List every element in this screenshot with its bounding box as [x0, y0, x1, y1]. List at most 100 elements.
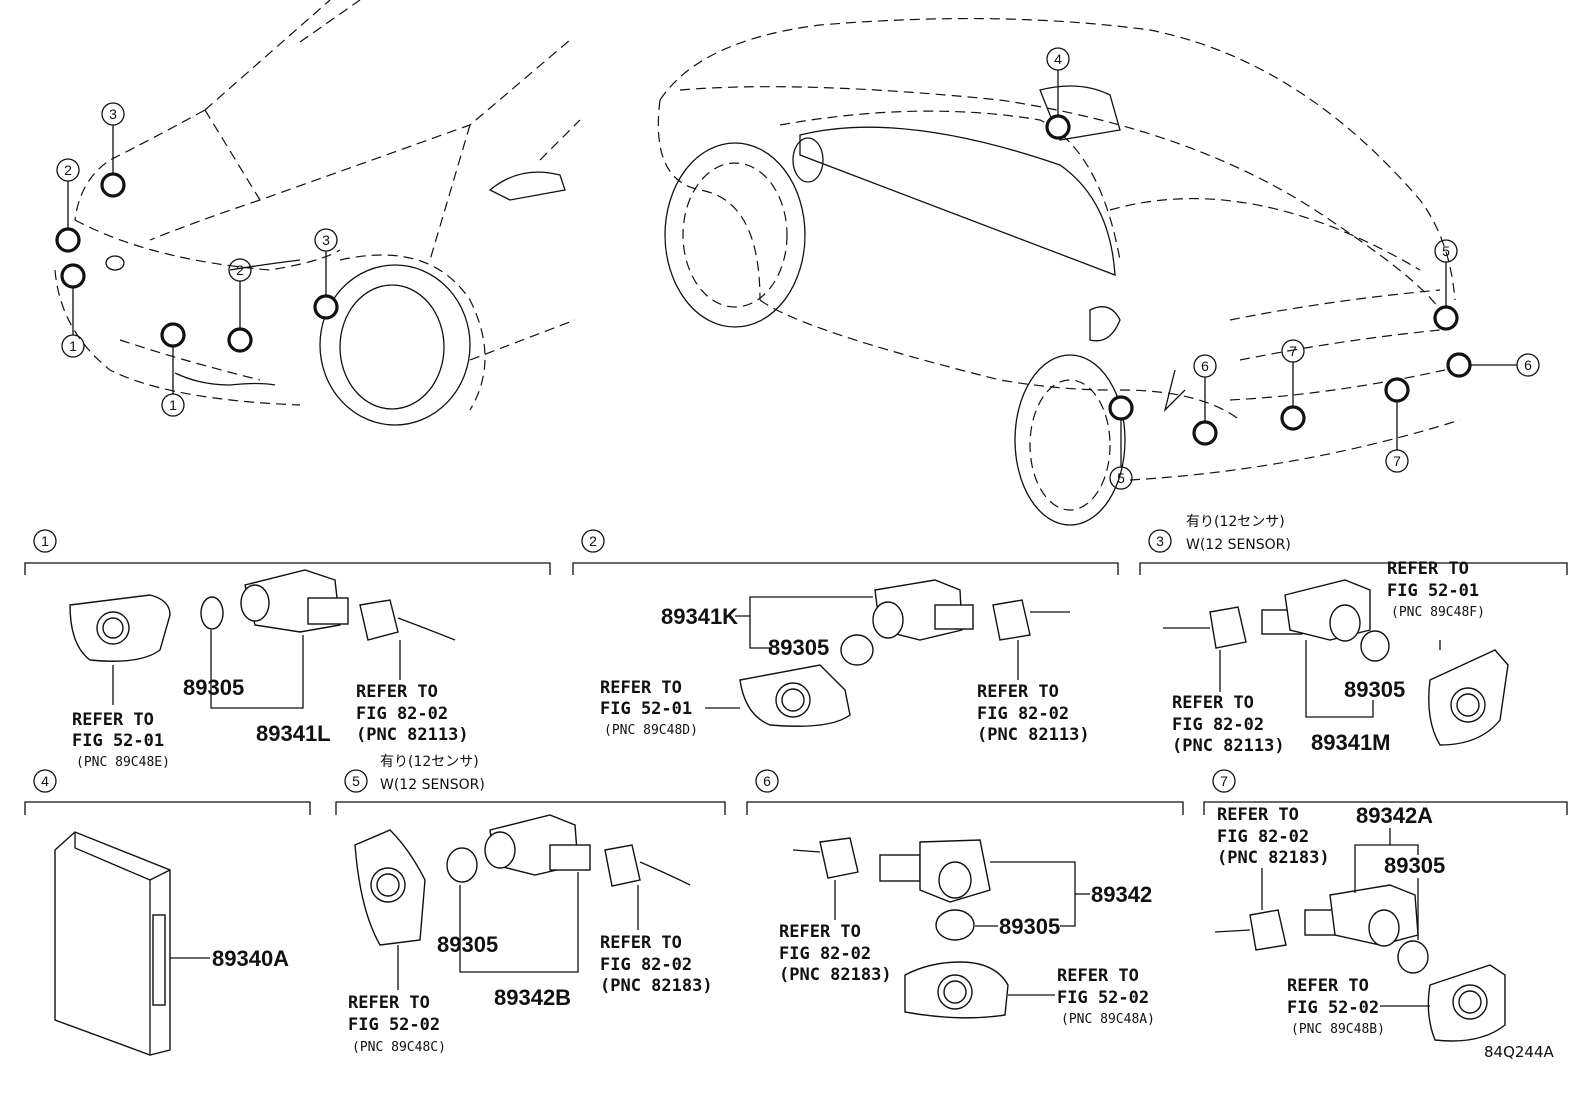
refer-label: REFER TO [600, 933, 682, 953]
sensor-marker [1108, 395, 1134, 421]
sensor-marker [1192, 420, 1218, 446]
refer-pnc: (PNC 82113) [1172, 736, 1285, 756]
section-1: 89305 89341L REFER TO FIG 52-01 (PNC 89C… [69, 569, 469, 770]
sensor-marker [1446, 352, 1472, 378]
section-3: REFER TO FIG 52-01 (PNC 89C48F) 89305 89… [1163, 559, 1509, 756]
callout-number: 7 [1289, 343, 1297, 359]
part-number: 89340A [212, 946, 289, 971]
part-number: 89305 [437, 932, 498, 957]
refer-label: REFER TO [1217, 805, 1299, 825]
refer-label: REFER TO [1172, 693, 1254, 713]
refer-pnc: (PNC 89C48C) [352, 1040, 446, 1055]
refer-label: REFER TO [1057, 966, 1139, 986]
section-note-en: W(12 SENSOR) [380, 777, 485, 793]
part-number: 89342A [1356, 803, 1433, 828]
refer-pnc: (PNC 89C48A) [1061, 1012, 1155, 1027]
section-headers: 1 2 3 有り(12センサ) W(12 SENSOR) 4 5 有り(12セン… [24, 514, 1568, 815]
section-number: 7 [1220, 773, 1228, 789]
part-number: 89305 [1344, 677, 1405, 702]
sensor-retainer [446, 847, 478, 883]
refer-pnc: (PNC 89C48E) [76, 755, 170, 770]
sensor-retainer [1360, 630, 1390, 662]
connector [604, 844, 641, 887]
part-number: 89305 [183, 675, 244, 700]
connector [1249, 909, 1287, 951]
refer-label: REFER TO [356, 682, 438, 702]
refer-label: REFER TO [1387, 559, 1469, 579]
refer-fig: FIG 52-01 [600, 699, 692, 719]
sensor-marker [100, 172, 126, 198]
part-number: 89341L [256, 721, 331, 746]
callout-number: 2 [236, 262, 244, 278]
refer-pnc: (PNC 89C48F) [1391, 605, 1485, 620]
section-number: 6 [763, 773, 771, 789]
refer-pnc: (PNC 89C48D) [604, 723, 698, 738]
refer-fig: FIG 52-02 [1287, 998, 1379, 1018]
refer-fig: FIG 52-02 [1057, 988, 1149, 1008]
callout-number: 1 [169, 397, 177, 413]
section-number: 3 [1156, 533, 1164, 549]
refer-pnc: (PNC 82183) [779, 965, 892, 985]
section-number: 2 [589, 533, 597, 549]
diagram-code: 84Q244A [1484, 1043, 1555, 1061]
refer-fig: FIG 82-02 [1217, 827, 1309, 847]
refer-pnc: (PNC 89C48B) [1291, 1022, 1385, 1037]
sensor-marker [60, 263, 86, 289]
section-6: 89342 89305 REFER TO FIG 82-02 (PNC 8218… [779, 837, 1155, 1027]
section-2: 89341K 89305 REFER TO FIG 52-01 (PNC 89C… [600, 579, 1090, 745]
section-note-jp: 有り(12センサ) [380, 754, 479, 770]
refer-fig: FIG 52-01 [72, 731, 164, 751]
sensor-marker [313, 294, 339, 320]
rear-callouts: 4 5 6 5 6 7 7 [1046, 47, 1540, 490]
callout-number: 2 [64, 162, 72, 178]
sensor-marker [160, 322, 186, 348]
part-number: 89305 [1384, 853, 1445, 878]
refer-pnc: (PNC 82113) [977, 725, 1090, 745]
front-callouts: 3 2 1 2 3 1 [56, 102, 338, 417]
sensor-marker [1433, 305, 1459, 331]
refer-fig: FIG 82-02 [600, 955, 692, 975]
sensor-marker [55, 227, 81, 253]
section-number: 1 [41, 533, 49, 549]
connector [359, 599, 399, 641]
refer-fig: FIG 52-02 [348, 1015, 440, 1035]
refer-fig: FIG 82-02 [779, 944, 871, 964]
front-car-illustration [54, 0, 581, 426]
section-note-jp: 有り(12センサ) [1186, 514, 1285, 530]
section-4: 89340A [54, 831, 289, 1056]
callout-number: 4 [1054, 51, 1062, 67]
section-number: 5 [352, 773, 360, 789]
refer-label: REFER TO [348, 993, 430, 1013]
part-number: 89341K [661, 604, 738, 629]
callout-number: 6 [1524, 357, 1532, 373]
callout-number: 5 [1117, 470, 1125, 486]
sensor-marker [1280, 405, 1306, 431]
sensor-retainer [840, 634, 874, 666]
refer-fig: FIG 52-01 [1387, 581, 1479, 601]
sensor-retainer [200, 596, 224, 630]
sensor-marker [1384, 377, 1410, 403]
refer-label: REFER TO [977, 682, 1059, 702]
rear-sensor-markers [1045, 70, 1517, 467]
part-number: 89341M [1311, 730, 1391, 755]
refer-label: REFER TO [600, 678, 682, 698]
part-number: 89305 [768, 635, 829, 660]
front-sensor-markers [55, 125, 339, 394]
refer-pnc: (PNC 82183) [600, 976, 713, 996]
refer-pnc: (PNC 82183) [1217, 848, 1330, 868]
part-number: 89342 [1091, 882, 1152, 907]
callout-number: 1 [69, 338, 77, 354]
callout-number: 5 [1442, 243, 1450, 259]
refer-label: REFER TO [72, 710, 154, 730]
callout-number: 3 [322, 232, 330, 248]
refer-label: REFER TO [779, 922, 861, 942]
refer-fig: FIG 82-02 [1172, 715, 1264, 735]
callout-number: 6 [1201, 358, 1209, 374]
rear-car-illustration [657, 17, 1461, 526]
section-5: 89305 89342B REFER TO FIG 52-02 (PNC 89C… [348, 814, 713, 1055]
section-number: 4 [41, 773, 49, 789]
callout-number: 3 [109, 106, 117, 122]
section-note-en: W(12 SENSOR) [1186, 537, 1291, 553]
refer-label: REFER TO [1287, 976, 1369, 996]
